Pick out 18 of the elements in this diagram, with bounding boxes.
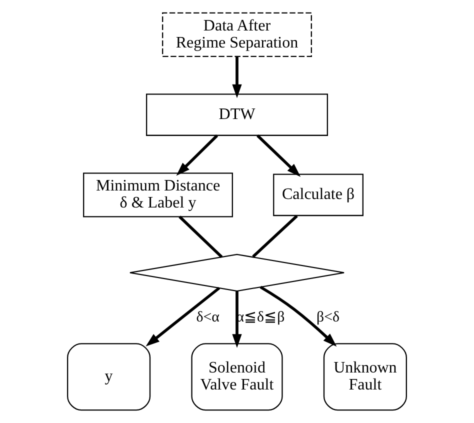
arrow — [176, 134, 218, 176]
node-box: DTW — [146, 94, 328, 136]
connector — [178, 216, 223, 258]
arrow — [256, 134, 301, 177]
node-box: y — [67, 343, 151, 411]
node-box: Calculate β — [273, 174, 364, 216]
arrow — [232, 56, 242, 98]
connector — [252, 214, 298, 258]
arrow — [260, 286, 337, 347]
arrow — [232, 291, 242, 348]
edge-label: β<δ — [316, 309, 340, 326]
node-box: Minimum Distance δ & Label y — [83, 172, 233, 218]
node-diamond — [129, 254, 345, 292]
node-box: Data After Regime Separation — [162, 12, 312, 57]
arrow — [146, 286, 220, 346]
node-box: Unknown Fault — [323, 343, 407, 411]
node-box: Solenoid Valve Fault — [191, 343, 283, 411]
edge-label: δ<α — [196, 309, 220, 326]
